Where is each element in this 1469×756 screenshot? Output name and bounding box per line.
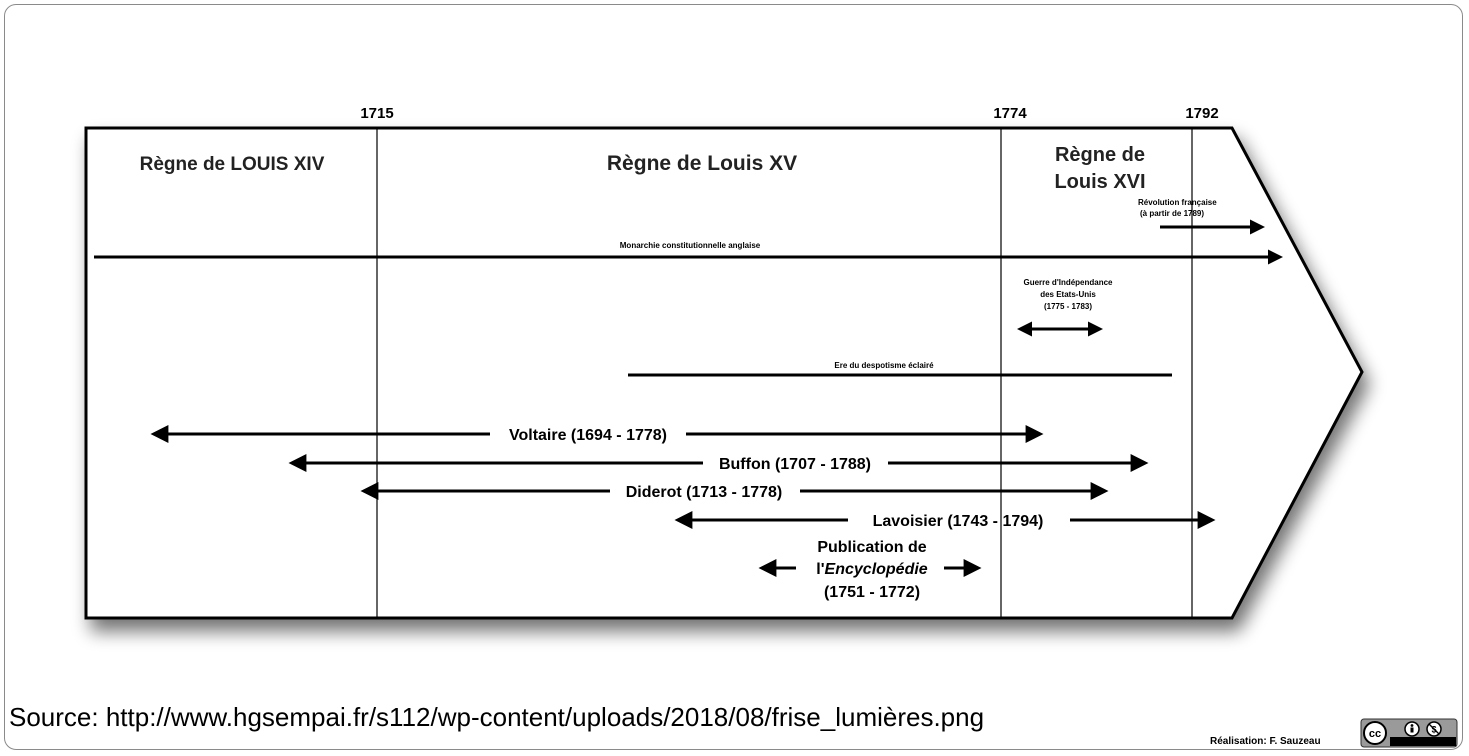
author-credit: Réalisation: F. Sauzeau xyxy=(1210,736,1321,747)
encyclopedie-label-line3: (1751 - 1772) xyxy=(824,584,920,601)
image-frame xyxy=(4,4,1463,750)
encyclopedie-label-line2: l'Encyclopédie xyxy=(816,561,928,578)
despotisme-label: Ere du despotisme éclairé xyxy=(834,361,934,370)
year-1715: 1715 xyxy=(360,105,393,122)
year-1774: 1774 xyxy=(993,105,1027,122)
voltaire-label: Voltaire (1694 - 1778) xyxy=(509,427,667,444)
encyclopedie-prefix: l' xyxy=(816,561,824,578)
reign-louis-xv: Règne de Louis XV xyxy=(607,152,797,175)
timeline-diagram: 1715 1774 1792 Règne de LOUIS XIV Règne … xyxy=(84,105,1364,620)
encyclopedie-title: Encyclopédie xyxy=(825,561,928,578)
guerre-label-line3: (1775 - 1783) xyxy=(1044,302,1092,311)
guerre-label-line2: des Etats-Unis xyxy=(1040,290,1096,299)
reign-louis-xvi-line2: Louis XVI xyxy=(1054,171,1145,193)
svg-text:cc: cc xyxy=(1369,728,1381,740)
year-1792: 1792 xyxy=(1185,105,1218,122)
reign-louis-xiv: Règne de LOUIS XIV xyxy=(140,154,325,175)
timeline-arrow-shape xyxy=(84,126,1364,620)
diderot-label: Diderot (1713 - 1778) xyxy=(626,484,783,501)
buffon-label: Buffon (1707 - 1788) xyxy=(719,456,871,473)
creative-commons-icon: cc $ xyxy=(1360,718,1458,748)
encyclopedie-label-line1: Publication de xyxy=(817,539,926,556)
lavoisier-label: Lavoisier (1743 - 1794) xyxy=(873,513,1044,530)
monarchie-label: Monarchie constitutionnelle anglaise xyxy=(620,241,761,250)
reign-louis-xvi-line1: Règne de xyxy=(1055,144,1145,166)
source-caption: Source: http://www.hgsempai.fr/s112/wp-c… xyxy=(9,702,985,732)
guerre-label-line1: Guerre d'Indépendance xyxy=(1023,278,1113,287)
revolution-label-line1: Révolution française xyxy=(1138,198,1217,207)
revolution-label-line2: (à partir de 1789) xyxy=(1140,209,1204,218)
